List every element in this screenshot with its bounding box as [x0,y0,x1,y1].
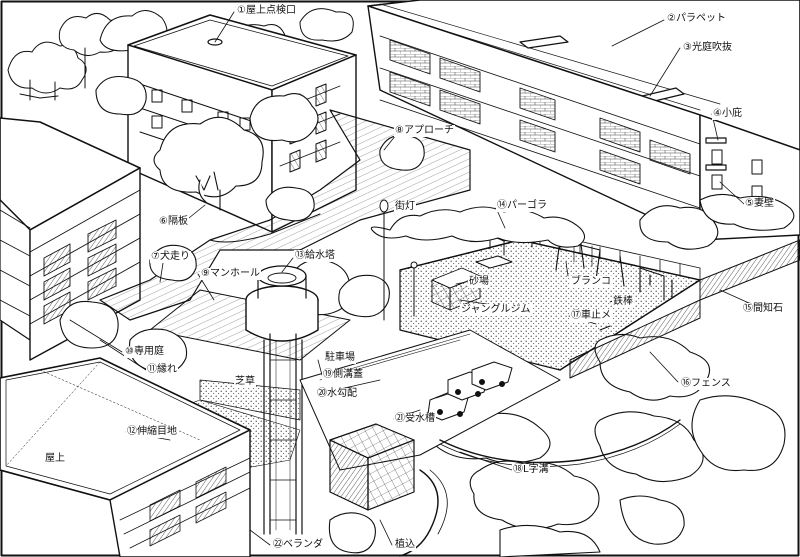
stone-retaining-wall [569,239,800,379]
label-fence: ⑯フェンス [680,378,732,390]
lawn-strip [199,379,301,421]
label-manhole: ⑨マンホール [200,268,261,280]
iron-bar-frame [639,267,673,301]
label-side-ditch: ⑲側溝蓋 [322,369,364,381]
label-approach: ⑧アプローチ [394,125,455,137]
foreground-shrubs [328,395,786,557]
water-tower [245,265,319,535]
label-boundary-stone: ⑮間知石 [742,303,784,315]
label-l-gutter: ⑱L字溝 [512,464,550,476]
building-top-right [367,0,800,241]
middle-trees [59,75,425,374]
label-roof-inspection-hatch: ①屋上点検口 [236,5,297,17]
label-gable-wall: ⑤妻壁 [744,198,775,210]
label-balcony: ㉒ベランダ [272,539,324,551]
label-dog-run: ⑦犬走り [150,251,191,263]
label-water-tower: ⑬給水塔 [294,250,336,262]
label-fence-panel: ⑥隔板 [158,216,189,228]
label-street-light: 街灯 [394,201,416,213]
label-planting: 植込 [394,539,416,551]
label-iron-bar: 鉄棒 [612,296,634,308]
building-left [0,117,141,361]
label-pergola: ⑭パーゴラ [496,200,548,212]
label-small-eave: ④小庇 [712,108,743,120]
label-private-garden: ⑩専用庭 [124,346,165,358]
label-slope: ⑳水勾配 [316,388,358,400]
label-jungle-gym: ジャングルジム [460,304,532,316]
label-veranda-edge: ⑪縁れ [146,364,178,376]
label-rooftop: 屋上 [44,453,66,465]
label-parking: 駐車場 [324,352,356,364]
label-sandbox: 砂場 [468,276,490,288]
label-lawn: 芝草 [234,376,256,388]
water-tank [329,423,448,557]
label-car-stop: ⑰車止メ [570,310,612,322]
label-light-court: ③光庭吹抜 [682,42,733,54]
label-water-tank: ㉑受水槽 [394,413,436,425]
label-joint: ⑫伸縮目地 [126,426,178,438]
l-gutter-line [439,419,681,464]
label-parapet: ②パラペット [666,13,727,25]
label-swing: ブランコ [570,276,612,288]
sandbox-shape [475,255,513,269]
